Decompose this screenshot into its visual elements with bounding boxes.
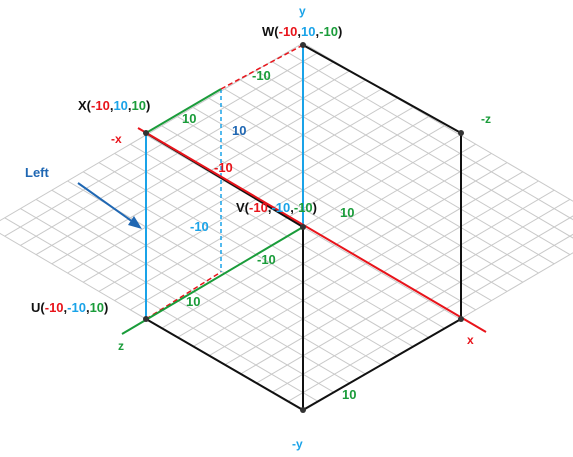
grid-line [302,42,573,202]
edge-right-bottom [302,318,462,411]
vertex-right-bottom [458,316,464,322]
grid-line [161,143,476,329]
vertex-w [300,42,306,48]
grid-line [271,215,573,394]
grid-line [239,189,555,375]
grid-line [224,180,539,366]
point-label-x: X(-10,10,10) [78,98,150,113]
grid-line [255,198,571,384]
grid-line [208,171,524,357]
dim-red-axis: -10 [214,160,233,175]
dim-bottom-cube: 10 [342,387,356,402]
axis-label-z: z [118,339,124,353]
dim-cyan-axis: -10 [190,219,209,234]
grid-line [287,51,573,221]
dim-v-right: 10 [340,205,354,220]
edge-w-right [302,44,462,134]
grid-line [271,60,573,239]
left-callout-arrow [77,182,142,229]
vertex-x [143,130,149,136]
vertex-v [300,224,306,230]
point-label-v: V(-10,-10,-10) [236,200,317,215]
edge-bottom-u [145,318,304,411]
z-axis-upper [145,88,222,134]
x-axis-line [137,127,487,333]
axis-label-neg-y: -y [292,437,303,451]
grid-line [177,152,492,338]
dim-u-edge: 10 [186,294,200,309]
dim-bottom-green: -10 [257,252,276,267]
left-face-callout: Left [25,165,50,180]
vertex-u [143,316,149,322]
axis-label-y: y [299,4,306,18]
vertex-right-top [458,130,464,136]
axis-label-neg-x: -x [111,132,122,146]
z-axis [121,88,304,335]
z-axis-line [121,226,304,335]
vertex-dots [143,42,464,413]
point-label-w: W(-10,10,-10) [262,24,342,39]
grid-line [192,162,508,348]
dim-vertical-dash: 10 [232,123,246,138]
grid-line [287,233,573,403]
cube-edges [145,44,462,411]
dim-x-top-edge: 10 [182,111,196,126]
vertex-bottom [300,407,306,413]
point-label-u: U(-10,-10,10) [31,300,108,315]
axis-label-neg-z: -z [481,112,491,126]
axis-label-x: x [467,333,474,347]
dim-top-back-edge: -10 [252,68,271,83]
grid-line [302,252,573,412]
left-face-edges [145,45,304,319]
x-axis-lower-dash [145,271,222,320]
x-axis [137,44,487,333]
